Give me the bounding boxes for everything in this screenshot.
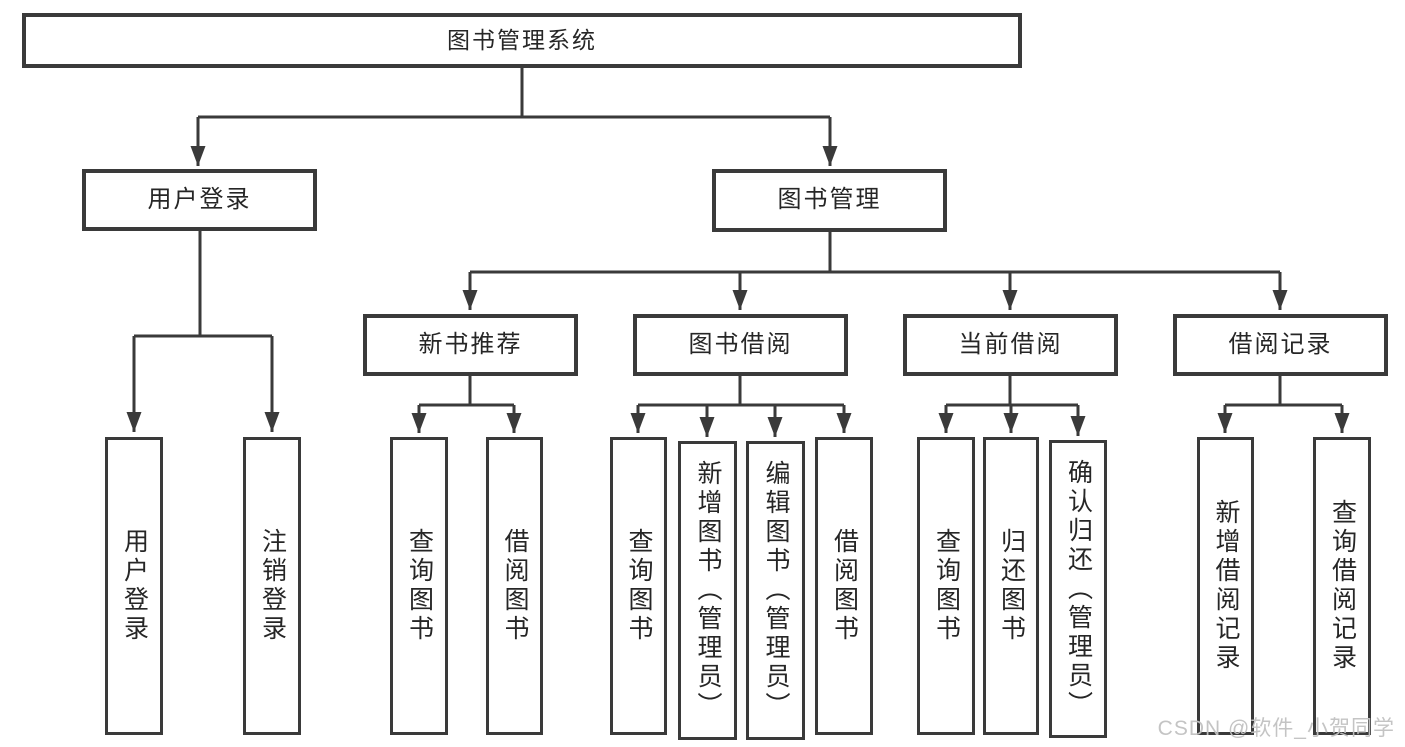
node-borrowing-records: 借阅记录 [1173, 314, 1388, 376]
node-library-management-system: 图书管理系统 [22, 13, 1022, 68]
leaf-cb-query-books: 查询图书 [917, 437, 975, 735]
leaf-rec-query-books: 查询图书 [390, 437, 448, 735]
node-book-borrowing: 图书借阅 [633, 314, 848, 376]
leaf-bb-query-books: 查询图书 [610, 437, 667, 735]
leaf-br-add-record: 新增借阅记录 [1197, 437, 1254, 735]
leaf-bb-borrow-books: 借阅图书 [815, 437, 873, 735]
leaf-cb-confirm-return-admin: 确认归还（管理员） [1049, 440, 1107, 738]
leaf-br-query-record: 查询借阅记录 [1313, 437, 1371, 735]
node-book-management: 图书管理 [712, 169, 947, 232]
leaf-bb-add-books-admin: 新增图书（管理员） [678, 441, 737, 740]
leaf-cb-return-books: 归还图书 [983, 437, 1039, 735]
leaf-user-login: 用户登录 [105, 437, 163, 735]
csdn-watermark: CSDN @软件_小贺同学 [1157, 717, 1395, 740]
node-user-login: 用户登录 [82, 169, 317, 231]
leaf-logout: 注销登录 [243, 437, 301, 735]
node-new-book-recommend: 新书推荐 [363, 314, 578, 376]
node-current-borrowing: 当前借阅 [903, 314, 1118, 376]
leaf-bb-edit-books-admin: 编辑图书（管理员） [746, 441, 805, 740]
leaf-rec-borrow-books: 借阅图书 [486, 437, 543, 735]
